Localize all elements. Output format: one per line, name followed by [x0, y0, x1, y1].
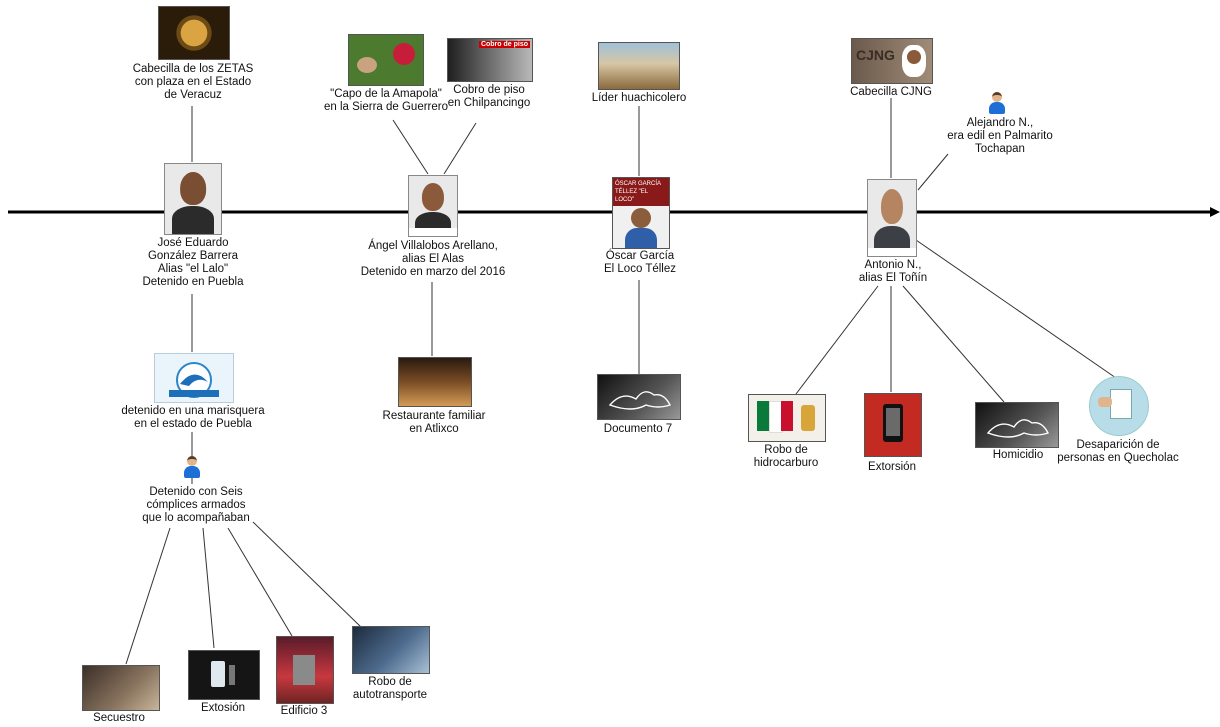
el-tonin-photo [867, 179, 917, 257]
el-tonin-label: Antonio N., alias El Toñín [858, 259, 928, 284]
secuestro-label: Secuestro [93, 712, 145, 724]
cjng-label: Cabecilla CJNG [850, 86, 932, 98]
edificio-image [276, 636, 334, 704]
desaparicion-label: Desaparición de personas en Quecholac [1057, 439, 1179, 464]
cjng-image: CJNG [851, 38, 933, 84]
robo-autotransporte-label: Robo de autotransporte [352, 676, 428, 701]
homicidio-label: Homicidio [992, 449, 1044, 461]
loco-tellez-image: ÓSCAR GARCÍA TÉLLEZ "EL LOCO" [612, 177, 670, 249]
chalk-outline-icon [608, 391, 671, 410]
extorsion-image [864, 393, 922, 457]
el-alas-label: Ángel Villalobos Arellano, alias El Alas… [360, 240, 506, 278]
cjng-wall-text: CJNG [856, 47, 895, 63]
edificio-label: Edificio 3 [280, 705, 328, 717]
user-icon [183, 456, 201, 478]
desaparicion-image [1089, 376, 1149, 436]
robo-hidrocarburo-label: Robo de hidrocarburo [753, 444, 819, 469]
restaurante-image [398, 357, 472, 407]
cobro-piso-banner: Cobro de piso [478, 41, 530, 48]
documento7-label: Documento 7 [603, 423, 673, 435]
accomplices-label: Detenido con Seis cómplices armados que … [142, 486, 250, 524]
extosion-label: Extosión [200, 702, 246, 714]
documento7-image [597, 374, 681, 420]
restaurante-label: Restaurante familiar en Atlixco [382, 410, 486, 435]
el-lalo-label: José Eduardo González Barrera Alias "el … [142, 237, 244, 288]
extorsion-label: Extorsión [868, 461, 916, 473]
loco-tellez-label: Óscar García El Loco Téllez [603, 250, 677, 275]
cobro-piso-label: Cobro de piso en Chilpancingo [447, 84, 531, 109]
dolphin-logo-icon [169, 362, 219, 398]
zetas-leader-label: Cabecilla de los ZETAS con plaza en el E… [132, 63, 254, 101]
timeline-arrowhead [1210, 207, 1220, 217]
zetas-medallion-image [158, 6, 230, 60]
secuestro-image [82, 665, 160, 711]
homicidio-image [975, 402, 1059, 448]
el-alas-photo [408, 175, 458, 237]
cobro-piso-image: Cobro de piso [447, 38, 533, 82]
amapola-image [348, 34, 424, 86]
huachicolero-label: Líder huachicolero [591, 92, 687, 104]
loco-banner: ÓSCAR GARCÍA TÉLLEZ "EL LOCO" [613, 178, 669, 206]
user-icon [988, 92, 1006, 114]
huachicolero-image [598, 42, 680, 90]
marisquera-logo-image [154, 353, 234, 403]
robo-hidrocarburo-image [748, 394, 826, 442]
el-lalo-photo [164, 163, 222, 235]
extosion-image [188, 650, 260, 700]
capo-amapola-label: "Capo de la Amapola" en la Sierra de Gue… [323, 88, 449, 113]
chalk-outline-icon [986, 419, 1049, 438]
robo-autotransporte-image [352, 626, 430, 674]
marisquera-label: detenido en una marisquera en el estado … [121, 405, 265, 430]
alejandro-label: Alejandro N., era edil en Palmarito Toch… [947, 117, 1053, 155]
